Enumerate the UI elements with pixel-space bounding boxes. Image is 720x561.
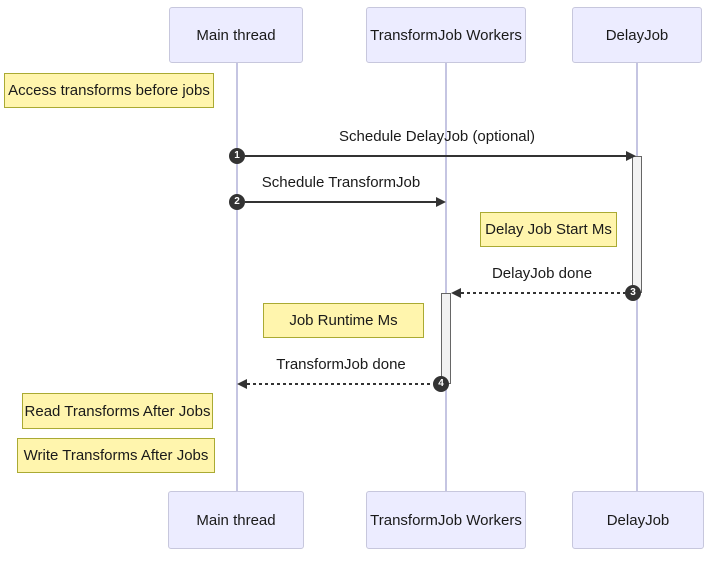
actor-top-main-thread: Main thread	[169, 7, 303, 63]
message-1-label: Schedule DelayJob (optional)	[339, 128, 535, 145]
note-read-transforms-after-jobs: Read Transforms After Jobs	[22, 393, 213, 429]
actor-bottom-transformjob-workers: TransformJob Workers	[366, 491, 526, 549]
message-2-label: Schedule TransformJob	[261, 174, 421, 191]
arrowhead-left-icon	[237, 379, 247, 389]
note-delay-job-start-ms: Delay Job Start Ms	[480, 212, 617, 247]
activation-bar-transformjob-workers	[441, 293, 451, 384]
lifeline-transformjob-workers	[445, 63, 447, 491]
message-3-arrow	[461, 292, 625, 294]
actor-bottom-main-thread: Main thread	[168, 491, 304, 549]
sequence-number-3: 3	[625, 285, 641, 301]
note-access-transforms-before-jobs: Access transforms before jobs	[4, 73, 214, 108]
actor-top-transformjob-workers: TransformJob Workers	[366, 7, 526, 63]
activation-bar-delayjob	[632, 156, 642, 293]
arrowhead-right-icon	[626, 151, 636, 161]
message-4-arrow	[247, 383, 433, 385]
message-2-arrow	[245, 201, 436, 203]
actor-bottom-delayjob: DelayJob	[572, 491, 704, 549]
arrowhead-right-icon	[436, 197, 446, 207]
sequence-number-4: 4	[433, 376, 449, 392]
note-write-transforms-after-jobs: Write Transforms After Jobs	[17, 438, 215, 473]
sequence-number-1: 1	[229, 148, 245, 164]
sequence-number-2: 2	[229, 194, 245, 210]
note-job-runtime-ms: Job Runtime Ms	[263, 303, 424, 338]
message-1-arrow	[245, 155, 626, 157]
message-4-label: TransformJob done	[276, 356, 406, 373]
lifeline-main-thread	[236, 63, 238, 491]
arrowhead-left-icon	[451, 288, 461, 298]
actor-top-delayjob: DelayJob	[572, 7, 702, 63]
message-3-label: DelayJob done	[491, 265, 593, 282]
